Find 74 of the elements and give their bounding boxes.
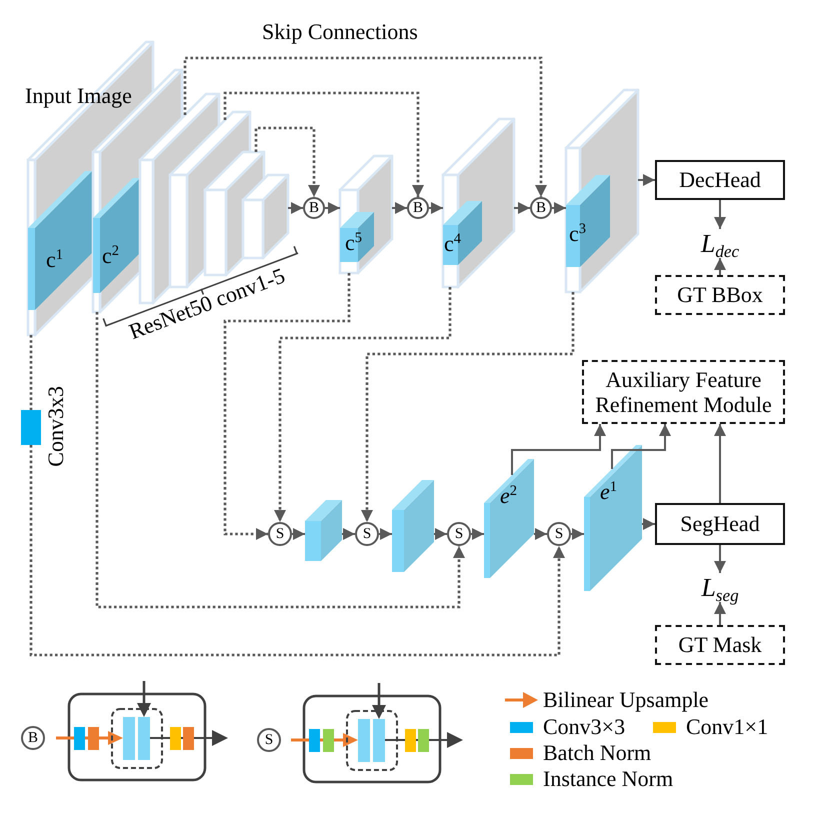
vertical-label: Conv3x3	[45, 386, 67, 467]
node-label: GT Mask	[678, 632, 762, 658]
operator-circle	[268, 522, 292, 546]
operator-circle	[530, 197, 552, 219]
arrow	[611, 424, 671, 469]
dotted-arrow	[96, 312, 465, 608]
dotted-arrow	[254, 126, 320, 197]
operator-label: B	[412, 200, 423, 216]
arrow	[342, 528, 355, 540]
operator-circle	[547, 522, 571, 546]
node-label: GT BBox	[677, 282, 763, 308]
node-label: Auxiliary Feature Refinement Module	[594, 366, 773, 418]
dotted-arrow	[224, 273, 350, 540]
legend-label: Conv1×1	[686, 715, 768, 739]
feature-label: c$^{4}$	[444, 232, 462, 256]
operator-label: S	[554, 526, 564, 542]
arrow	[514, 202, 530, 214]
conv-block	[21, 410, 41, 445]
operator-label: S	[454, 526, 464, 542]
operator-label: S	[362, 526, 372, 542]
dotted-arrow	[361, 292, 574, 522]
arrow	[471, 528, 484, 540]
legend-label: Bilinear Upsample	[543, 688, 709, 712]
arrow	[434, 528, 447, 540]
feature-label: c$^{5}$	[345, 231, 362, 256]
feature-label: e$^{1}$	[600, 480, 618, 504]
arrow	[714, 200, 726, 229]
arrow	[571, 528, 584, 540]
dashed-box	[655, 625, 785, 665]
operator-circle	[257, 728, 281, 752]
feature-label: e$^{2}$	[500, 484, 518, 508]
operator-label: S	[264, 732, 274, 748]
arrow	[325, 202, 340, 214]
operator-circle	[303, 197, 325, 219]
arrow	[714, 424, 726, 503]
dotted-arrow	[274, 287, 452, 522]
operator-circle	[21, 726, 45, 750]
process-box	[655, 503, 785, 545]
operator-label: B	[308, 200, 319, 216]
dotted-line	[30, 335, 32, 410]
process-box	[655, 160, 785, 200]
node-label: DecHead	[679, 167, 761, 193]
feature-label: c$^{1}$	[46, 248, 64, 272]
operator-circle	[407, 197, 429, 219]
operator-label: B	[28, 730, 38, 746]
feature-label: c$^{3}$	[569, 222, 586, 246]
arrow	[714, 602, 726, 625]
legend-label: Conv3×3	[543, 715, 626, 739]
arrow	[714, 545, 726, 573]
node-label: SegHead	[680, 511, 760, 537]
dotted-arrow	[30, 445, 565, 656]
arrow	[642, 518, 655, 530]
arrow	[288, 202, 303, 214]
legend-label: Instance Norm	[543, 767, 674, 791]
arrow	[534, 528, 547, 540]
math-label: L$_{dec}$	[685, 229, 755, 258]
arrow	[429, 202, 443, 214]
dotted-arrow	[224, 92, 424, 197]
arrow	[714, 258, 726, 275]
heading-text: Skip Connections	[262, 19, 418, 44]
arrow	[292, 528, 305, 540]
arrow	[511, 424, 606, 475]
arrow	[638, 174, 655, 186]
operator-circle	[355, 522, 379, 546]
arrow	[552, 202, 566, 214]
operator-circle	[447, 522, 471, 546]
legend-label: Batch Norm	[543, 741, 652, 765]
arrow	[379, 528, 392, 540]
operator-label: B	[536, 200, 546, 216]
dotted-arrow	[184, 56, 547, 197]
arrow	[392, 202, 407, 214]
operator-label: S	[276, 526, 284, 542]
dashed-box	[582, 360, 785, 424]
dashed-box	[655, 275, 785, 315]
